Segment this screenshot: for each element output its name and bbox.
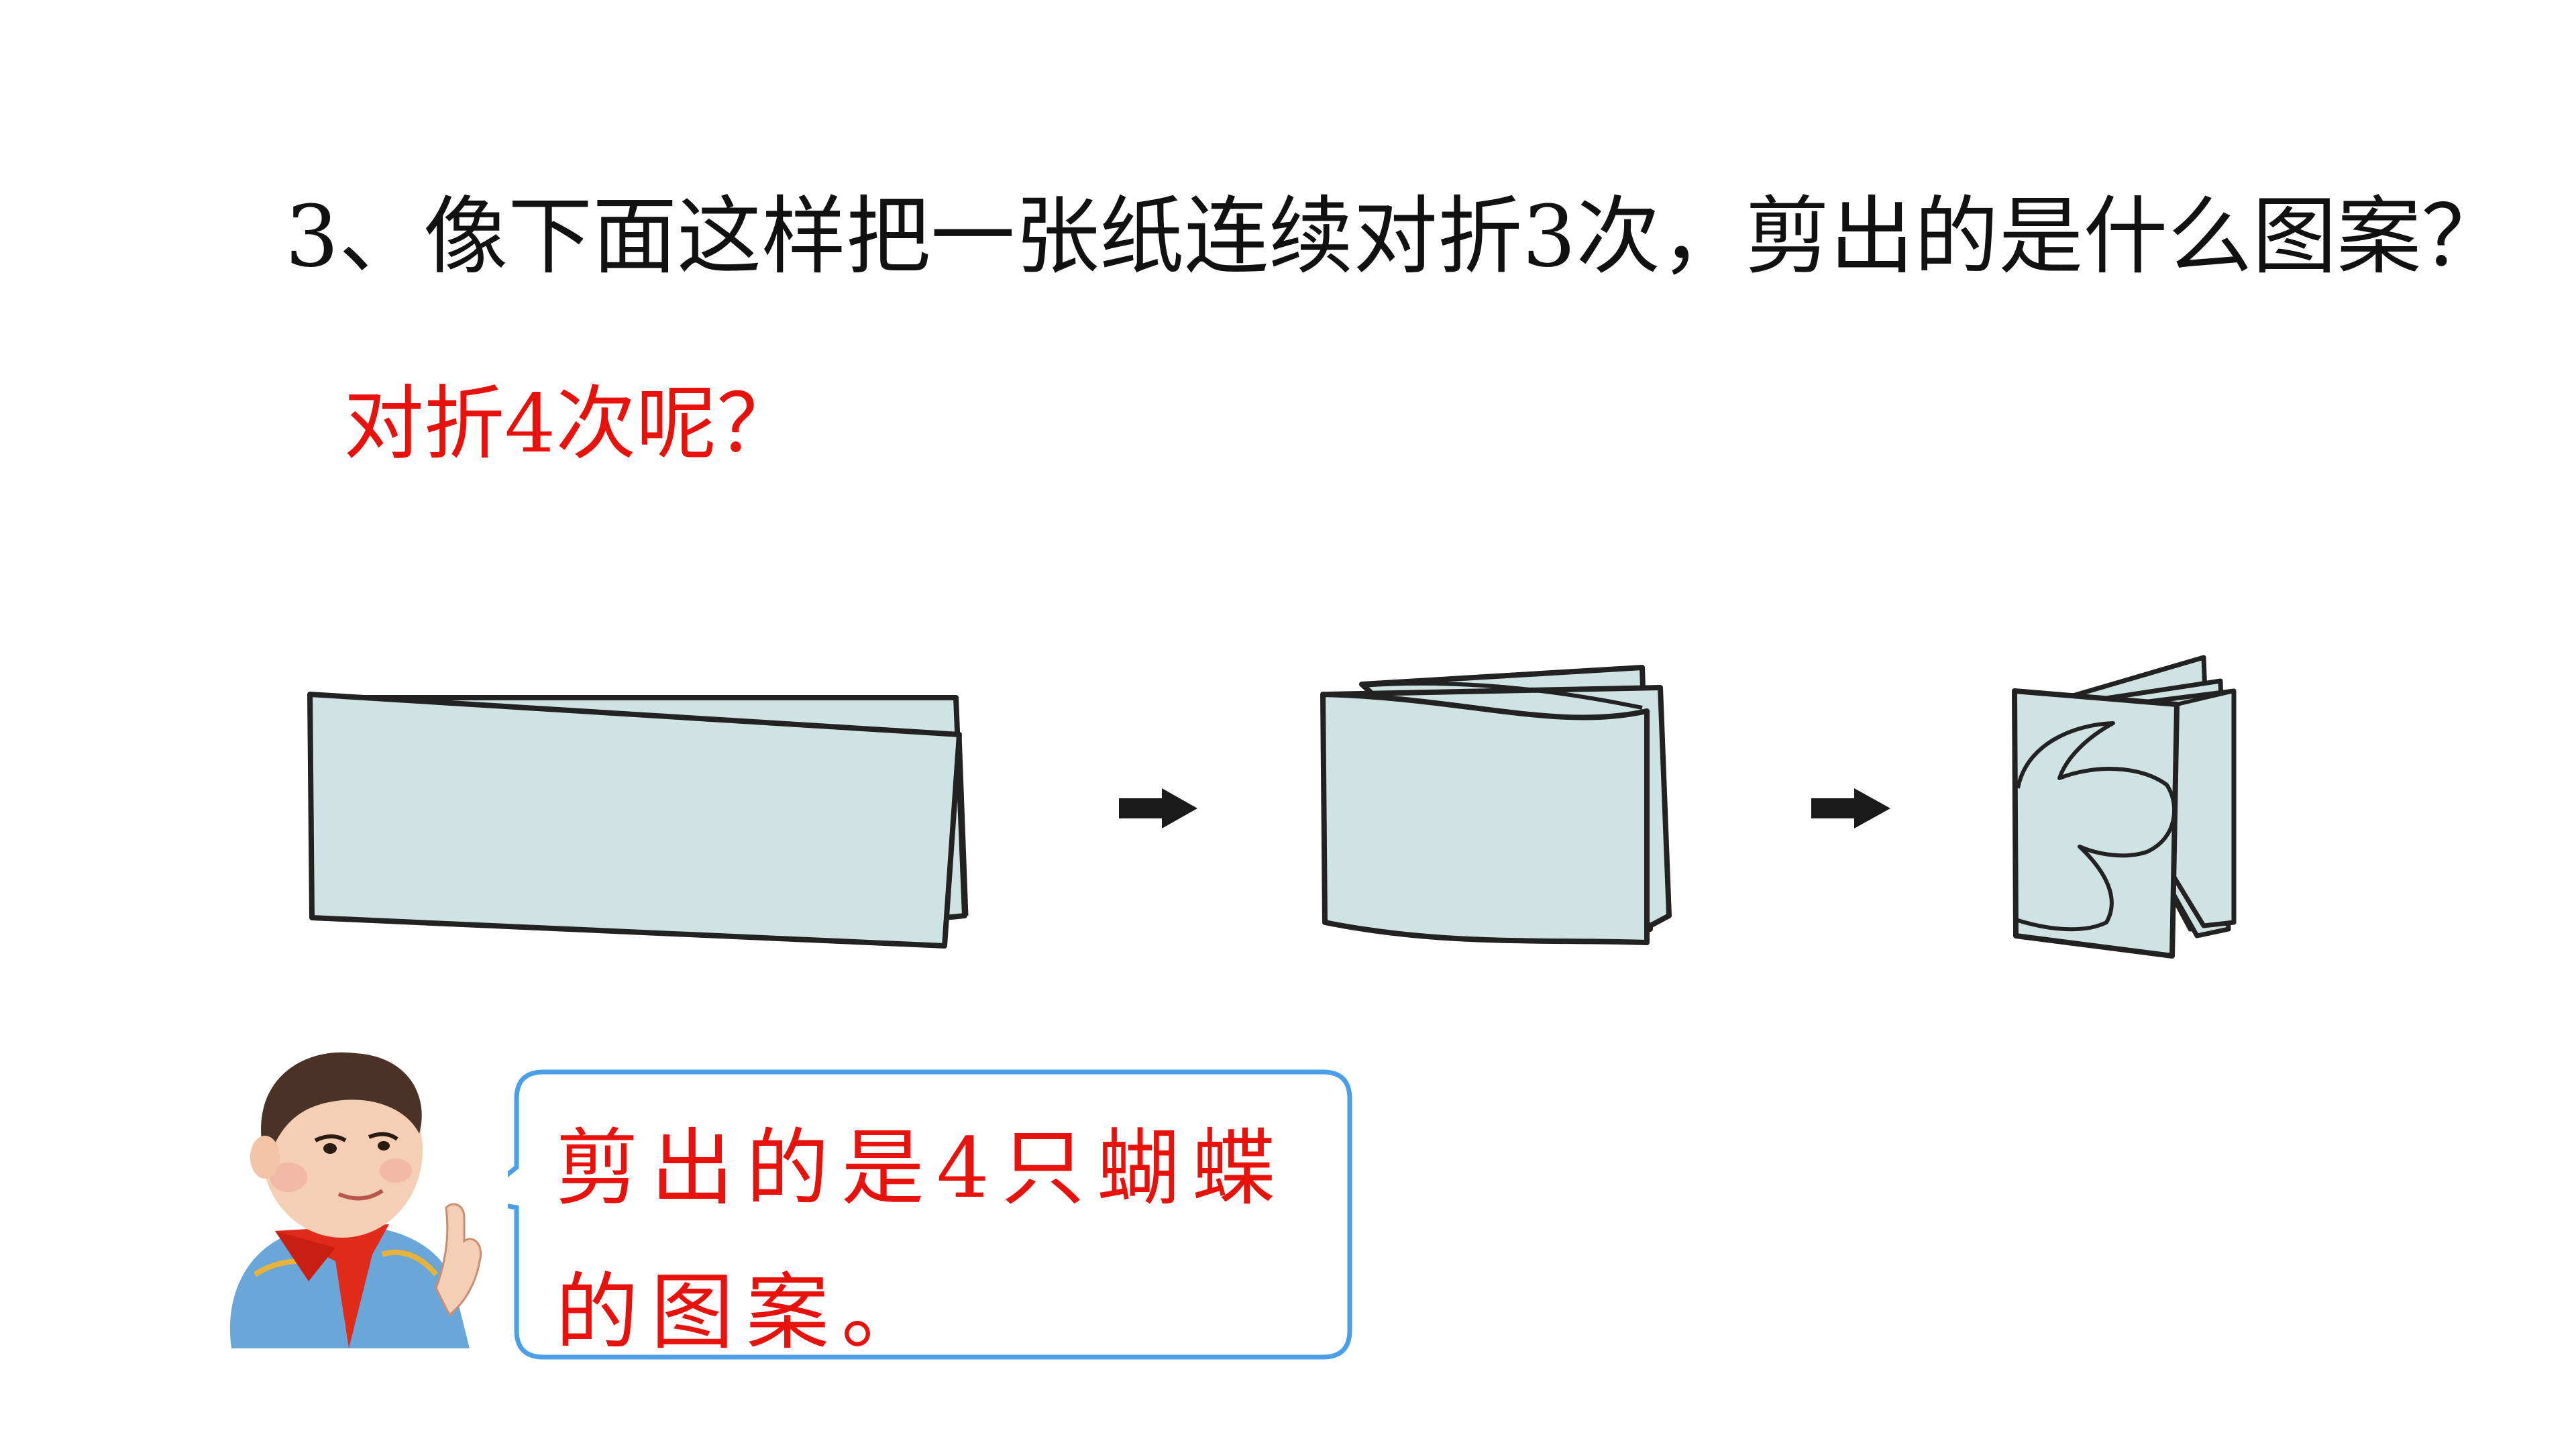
paper-folded-thrice-cut-icon [2012, 655, 2237, 959]
speech-bubble [508, 1069, 1352, 1360]
answer-text: 剪出的是4只蝴蝶的图案。 [555, 1120, 1287, 1361]
followup-question: 对折4次呢？ [343, 378, 798, 471]
paper-folded-twice-icon [1320, 665, 1672, 945]
question-text: 3、像下面这样把一张纸连续对折3次，剪出的是什么图案？ [285, 187, 2506, 286]
boy-student-illustration [229, 1052, 482, 1348]
arrow-right-icon [1811, 788, 1890, 828]
arrow-right-icon [1119, 788, 1197, 828]
paper-folded-once-icon [307, 692, 969, 949]
